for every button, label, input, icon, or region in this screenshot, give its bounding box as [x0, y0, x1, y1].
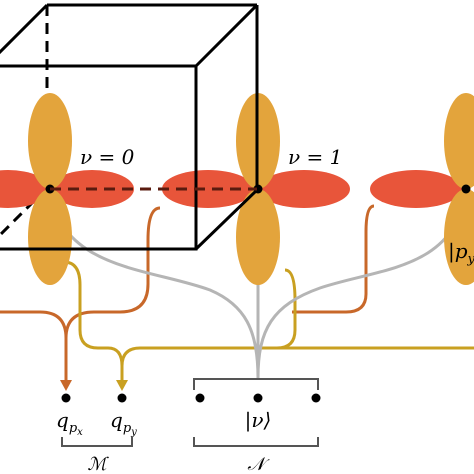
orbital-site-2: [370, 93, 474, 285]
site-1-label: ν = 1: [288, 145, 342, 169]
cube-front: [0, 3, 259, 251]
px-lobe-left: [370, 170, 462, 208]
nu-bracket-path: [193, 378, 319, 390]
q-px-subscript: p: [69, 421, 78, 436]
site-node: [461, 184, 471, 194]
py-line-site0: [63, 260, 124, 382]
px-arrowhead: [60, 380, 72, 391]
n-bracket: [193, 437, 319, 447]
orbital-site-1: [162, 93, 350, 285]
ket-p-label: |py: [448, 239, 474, 267]
py-lobe-top: [444, 93, 474, 189]
node-q-px: [61, 393, 71, 403]
node-nu-right: [311, 393, 321, 403]
py-lobe-top: [28, 93, 72, 189]
q-px-subsubscript: x: [77, 427, 83, 438]
nu-line-site2: [256, 188, 468, 379]
py-line-site1: [120, 268, 297, 367]
px-lobe-left: [162, 170, 254, 208]
set-m-label: ℳ: [87, 454, 109, 474]
ket-p-subscript: y: [467, 252, 474, 267]
cube-top-left-edge: [0, 3, 49, 55]
q-py-subscript: p: [123, 421, 132, 436]
ket-nu-label: |ν⟩: [245, 408, 272, 433]
nu-line-site0: [48, 188, 260, 379]
q-px-label: qpx: [56, 408, 83, 438]
connection-lines: [0, 188, 474, 382]
node-q-py: [117, 393, 127, 403]
py-lobe-bottom: [236, 189, 280, 285]
q-py-label: qpy: [110, 408, 137, 438]
arrowheads: [60, 380, 128, 391]
py-lobe-bottom: [28, 189, 72, 285]
nu-bracket: [193, 378, 319, 390]
cube-top-right-edge: [194, 3, 259, 68]
node-nu-center: [253, 393, 263, 403]
bottom-brackets: [61, 437, 319, 447]
site-0-label: ν = 0: [80, 145, 135, 169]
cube-bottom-right-edge: [194, 188, 259, 251]
cube-front-face: [0, 64, 198, 251]
node-nu-left: [195, 393, 205, 403]
py-lobe-bottom: [444, 189, 474, 285]
px-line-site2: [292, 204, 375, 314]
set-n-label: 𝒩: [247, 454, 270, 474]
m-bracket: [61, 437, 133, 447]
q-py-subsubscript: y: [130, 427, 137, 438]
px-line-site1: [64, 206, 161, 339]
cube-hidden-diagonal-edge: [0, 186, 49, 238]
px-line-site0: [0, 310, 68, 382]
mode-nodes: [61, 393, 321, 403]
q-px-main: q: [56, 408, 69, 432]
ket-p-main: |p: [448, 239, 468, 264]
px-lobe-right: [258, 170, 350, 208]
py-arrowhead: [116, 380, 128, 391]
q-py-main: q: [110, 408, 123, 432]
